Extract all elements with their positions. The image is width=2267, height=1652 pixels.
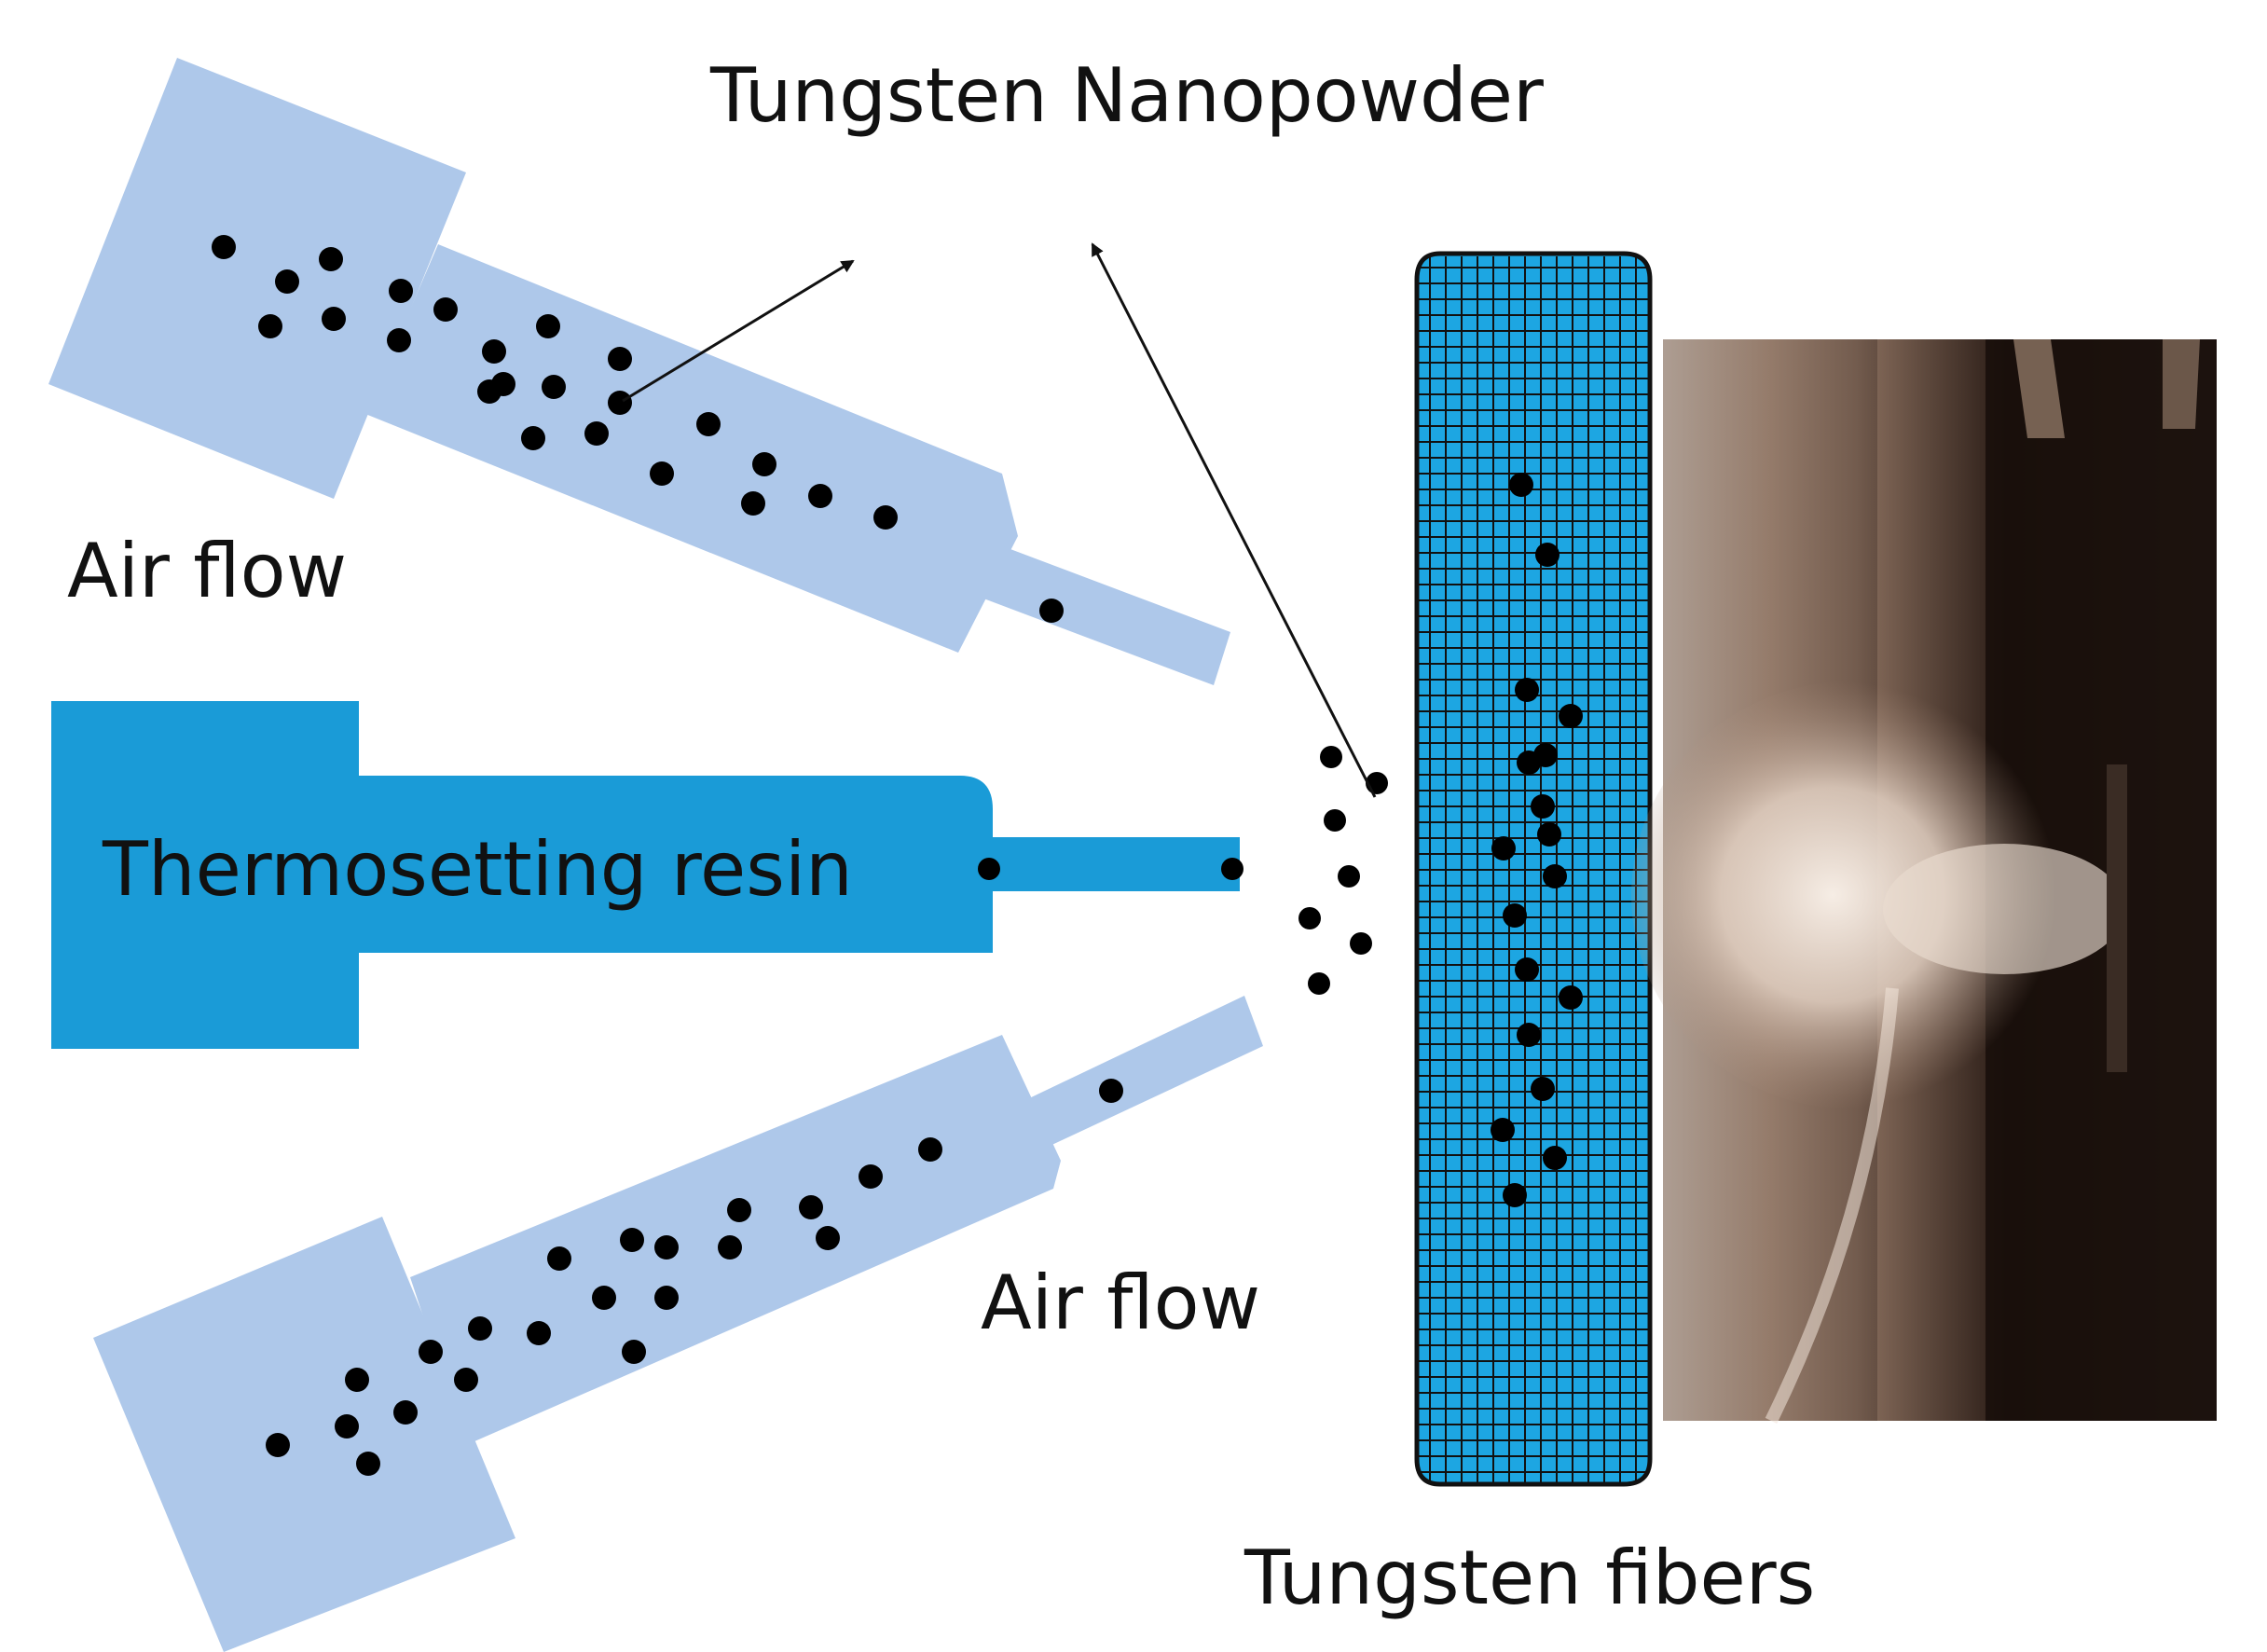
powder-particle [345,1368,369,1392]
powder-particle [727,1198,751,1222]
powder-particle [718,1235,742,1260]
powder-particle [1039,599,1064,623]
powder-particle [1491,836,1516,860]
powder-particle [319,247,343,271]
powder-particle [1543,1146,1567,1170]
lower-air-nozzle [93,996,1263,1652]
powder-particle [608,391,632,415]
powder-particle [1517,1023,1541,1047]
powder-particle [1491,1118,1515,1142]
powder-particle [592,1286,616,1310]
spray-particles [1298,746,1388,995]
powder-particle [356,1452,380,1476]
powder-particle [1320,746,1342,768]
upper-powder-particles [212,235,1064,623]
powder-particle [859,1164,883,1189]
powder-particle [335,1414,359,1439]
powder-particle [1308,972,1330,995]
powder-particle [1509,473,1533,497]
powder-particle [542,375,566,399]
powder-particle [389,279,413,303]
powder-particle [1537,822,1561,847]
powder-particle [419,1340,443,1364]
powder-particle [654,1286,679,1310]
powder-particle [482,339,506,364]
powder-particle [212,235,236,259]
powder-particle [454,1368,478,1392]
powder-particle [1324,809,1346,832]
upper-nozzle-body [48,58,1230,685]
spray-photo [1631,339,2217,1425]
powder-particle [654,1235,679,1260]
powder-particle [1531,1077,1555,1101]
powder-particle [799,1195,823,1219]
powder-particle [608,347,632,371]
powder-particle [1099,1079,1123,1103]
fibers-outline [1414,251,1653,1487]
powder-particle [258,314,282,338]
powder-particle [547,1246,571,1271]
powder-particle [393,1400,418,1425]
powder-particle [1338,865,1360,888]
powder-particle [816,1226,840,1250]
fiber-powder-particles [1491,473,1583,1207]
powder-particle [275,269,299,294]
resin-nozzle [51,701,1243,1049]
powder-particle [536,314,560,338]
powder-particle [1298,907,1321,929]
resin-particle [1221,858,1243,880]
tungsten-fibers-mesh [1414,251,1653,1487]
powder-particle [622,1340,646,1364]
powder-particle [1531,794,1555,819]
powder-particle [1559,985,1583,1010]
powder-particle [433,297,458,322]
powder-particle [620,1228,644,1252]
powder-particle [752,452,776,476]
resin-particle [978,858,1000,880]
powder-particle [873,505,898,530]
resin-nozzle-body [51,701,993,1049]
powder-particle [1533,743,1558,767]
powder-particle [584,421,609,446]
fibers-grid-lines [1419,256,1648,1482]
powder-particle [918,1137,942,1162]
powder-particle [650,461,674,486]
arrow-to-label-left [622,259,855,403]
powder-particle [808,484,832,508]
resin-nozzle-tip [993,837,1240,891]
powder-particle [527,1321,551,1345]
lower-air-flow-label: Air flow [981,1260,1260,1346]
powder-particle [741,491,765,516]
thermosetting-resin-label: Thermosetting resin [102,826,853,913]
arrow-to-label-right [1091,242,1377,798]
powder-particle [1350,932,1372,955]
lower-powder-particles [266,1079,1123,1476]
upper-air-nozzle [48,58,1230,685]
powder-particle [1515,678,1539,702]
powder-particle [1535,543,1559,567]
powder-particle [322,307,346,331]
powder-particle [1559,704,1583,728]
tungsten-fibers-label: Tungsten fibers [1243,1535,1815,1621]
powder-particle [696,412,721,436]
powder-particle [1503,903,1527,928]
tungsten-nanopowder-label: Tungsten Nanopowder [709,52,1544,139]
powder-particle [477,379,501,404]
upper-air-flow-label: Air flow [67,528,347,614]
powder-particle [387,328,411,352]
powder-particle [468,1316,492,1341]
powder-particle [266,1433,290,1457]
powder-particle [1503,1183,1527,1207]
powder-particle [1515,957,1539,982]
powder-particle [521,426,545,450]
powder-particle [1543,864,1567,888]
